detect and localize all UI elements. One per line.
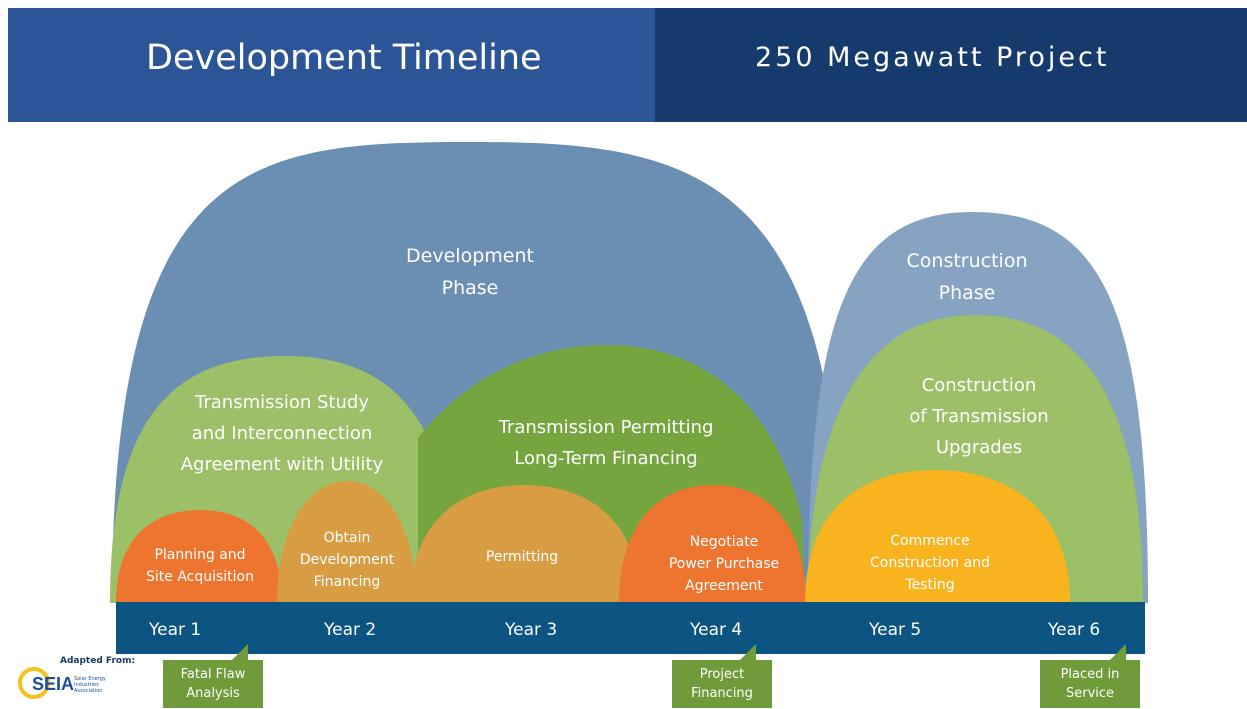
year-label: Year 1: [149, 620, 202, 640]
header-title-panel: Development Timeline: [8, 8, 655, 122]
year-label: Year 4: [690, 620, 743, 640]
placed-in-service-label: Placed in Service: [1060, 667, 1120, 701]
obtain-financing-label: Obtain Development Financing: [299, 530, 395, 590]
planning-dome: [116, 510, 282, 603]
planning-label: Planning and Site Acquisition: [145, 547, 255, 585]
year-label: Year 5: [869, 620, 922, 640]
transmission-study-label: Transmission Study and Interconnection A…: [180, 392, 384, 475]
year-label: Year 2: [324, 620, 377, 640]
adapted-from-label: Adapted From:: [60, 656, 136, 666]
milestone-project-financing: [672, 644, 772, 708]
page-subtitle: 250 Megawatt Project: [755, 42, 1110, 73]
year-label: Year 3: [505, 620, 558, 640]
permitting-dome: [410, 485, 640, 603]
obtain-financing-dome: [277, 481, 416, 603]
transmission-permitting-label: Transmission Permitting Long-Term Financ…: [498, 417, 714, 469]
milestone-fatal-flaw: [163, 644, 263, 708]
page-title: Development Timeline: [146, 38, 542, 78]
project-financing-label: Project Financing: [691, 667, 753, 701]
timeline-bar: [116, 602, 1145, 654]
header-subtitle-panel: 250 Megawatt Project: [655, 8, 1247, 122]
negotiate-ppa-dome: [619, 485, 806, 603]
seia-full-name: Solar Energy Industries Association: [74, 676, 106, 694]
milestone-placed-in-service: [1040, 644, 1140, 708]
development-phase-label: Development Phase: [406, 245, 534, 299]
sun-ring-icon: [18, 667, 50, 699]
construction-transmission-label: Construction of Transmission Upgrades: [909, 375, 1049, 458]
fatal-flaw-label: Fatal Flaw Analysis: [180, 667, 246, 701]
seia-logo: Adapted From: SEIA Solar Energy Industri…: [12, 656, 136, 706]
header: Development Timeline 250 Megawatt Projec…: [8, 8, 1247, 122]
negotiate-ppa-label: Negotiate Power Purchase Agreement: [668, 534, 780, 594]
year-label: Year 6: [1048, 620, 1101, 640]
commence-construction-dome: [805, 470, 1070, 603]
commence-construction-label: Commence Construction and Testing: [870, 533, 990, 593]
construction-phase-label: Construction Phase: [906, 250, 1028, 304]
permitting-label: Permitting: [485, 549, 559, 565]
seia-wordmark: SEIA: [32, 674, 75, 694]
